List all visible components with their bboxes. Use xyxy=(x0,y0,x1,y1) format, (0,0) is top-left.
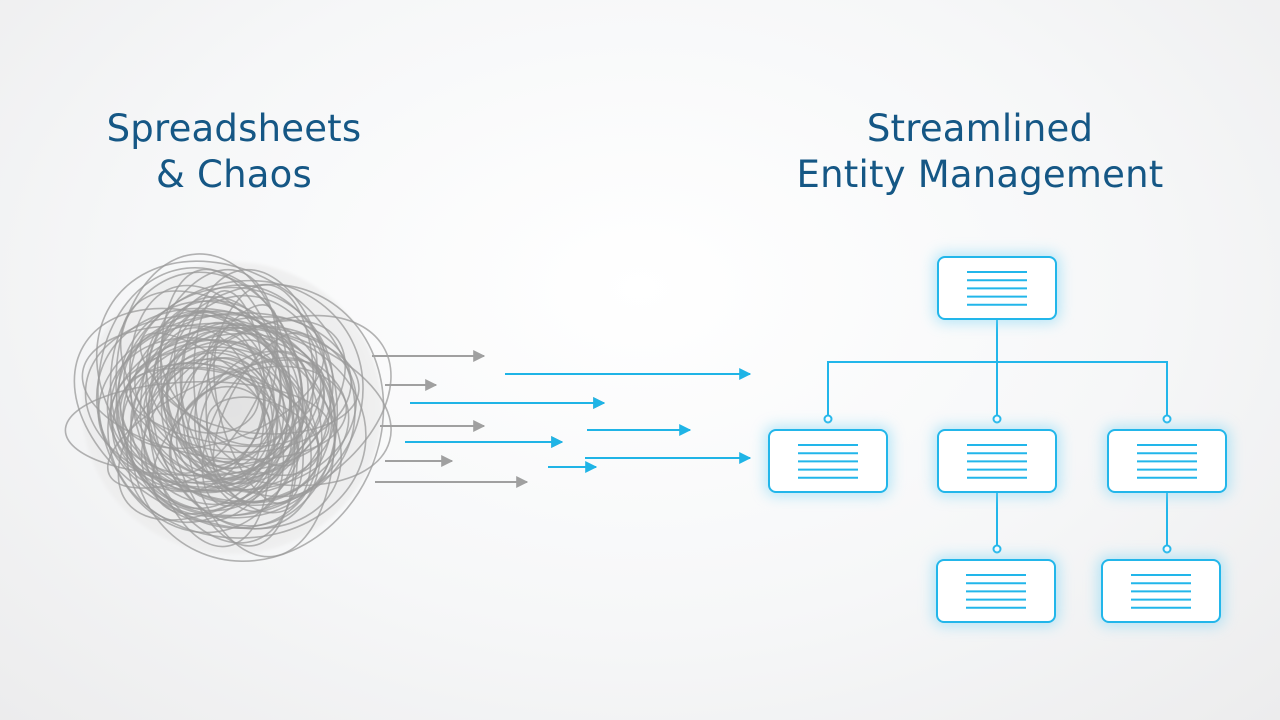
flow-arrows xyxy=(372,350,752,488)
entity-node-left xyxy=(765,426,891,496)
tangle-strand xyxy=(147,351,279,493)
connector-dot xyxy=(823,414,833,424)
connector-dot xyxy=(1162,544,1172,554)
document-lines-icon xyxy=(1137,444,1197,479)
entity-node-middle-child xyxy=(933,556,1059,626)
tangle-strand xyxy=(153,324,360,435)
chaos-heading-line-1: Spreadsheets xyxy=(106,107,362,150)
chaos-heading-line-2: & Chaos xyxy=(156,153,312,196)
connector-dot xyxy=(992,414,1002,424)
document-lines-icon xyxy=(1131,574,1191,609)
entity-node-middle xyxy=(934,426,1060,496)
tangle-strand xyxy=(193,289,266,485)
document-lines-icon xyxy=(967,444,1027,479)
chaos-heading: Spreadsheets & Chaos xyxy=(84,106,384,198)
streamlined-heading: Streamlined Entity Management xyxy=(760,106,1200,198)
document-lines-icon xyxy=(798,444,858,479)
entity-node-root xyxy=(934,253,1060,323)
document-lines-icon xyxy=(967,271,1027,306)
connector-dot xyxy=(1162,414,1172,424)
tangle-strand xyxy=(179,321,312,514)
entity-node-right-child xyxy=(1098,556,1224,626)
entity-tree xyxy=(765,253,1230,626)
tangle-strand xyxy=(129,286,334,481)
tree-connector xyxy=(827,361,1168,418)
streamlined-heading-line-2: Entity Management xyxy=(796,153,1164,196)
connector-dot xyxy=(992,544,1002,554)
tangle-strand xyxy=(129,283,385,563)
tangle-strand xyxy=(107,326,367,539)
tangle-strand xyxy=(117,319,347,521)
tangle-strand xyxy=(166,349,301,476)
tangle-strand xyxy=(106,336,288,494)
tangle-strand xyxy=(64,380,330,477)
tangle-strand xyxy=(97,313,322,484)
tangle-strand xyxy=(177,356,278,480)
document-lines-icon xyxy=(966,574,1026,609)
tangle-strand xyxy=(123,322,392,487)
tangle-strand xyxy=(95,260,356,507)
tangled-string-ball-icon xyxy=(64,253,392,563)
streamlined-heading-line-1: Streamlined xyxy=(866,107,1094,150)
tangle-strand xyxy=(159,268,296,547)
tangle-strand xyxy=(198,350,333,504)
entity-node-right xyxy=(1104,426,1230,496)
tangle-strand xyxy=(111,339,292,493)
tangle-strand xyxy=(81,324,348,461)
tangle-strand xyxy=(109,310,302,493)
